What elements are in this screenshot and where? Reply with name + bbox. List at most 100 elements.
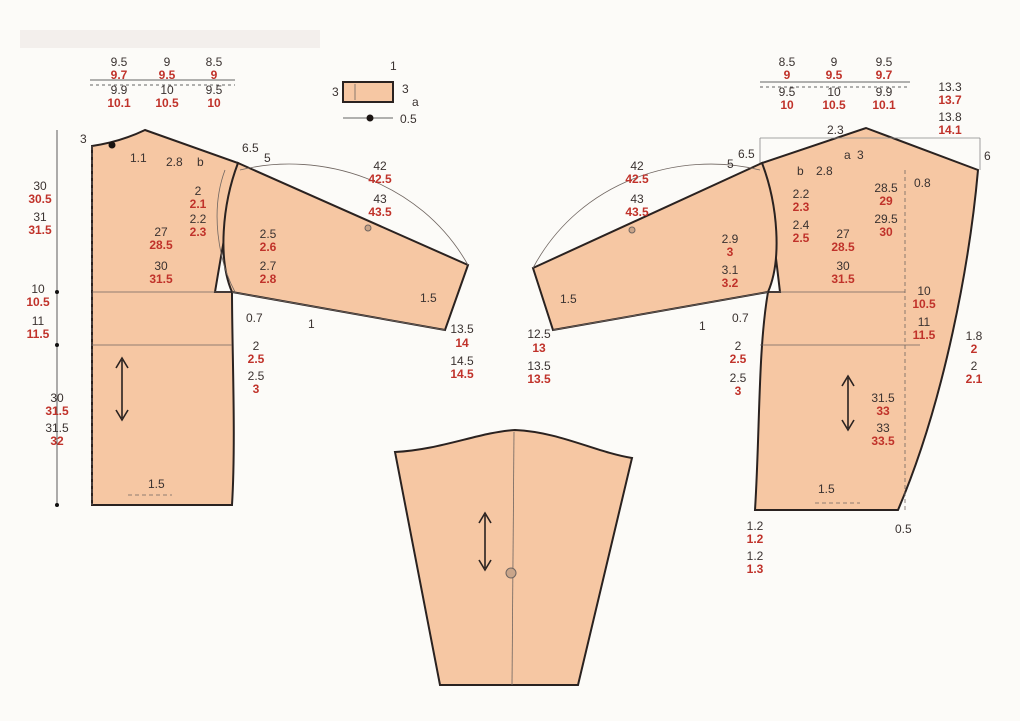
- back-armhole-front-size3: 2.2: [190, 212, 207, 226]
- front-armhole-curve-size1: 27: [836, 227, 850, 241]
- back-width-col1-size3: 9.9: [111, 83, 128, 97]
- collar-piece: [342, 81, 394, 122]
- center-grainline-arrow-icon: [478, 511, 492, 572]
- back-sleeve-cuff-curve-label: 1.5: [420, 291, 437, 305]
- front-grainline-arrow-icon: [841, 374, 855, 432]
- back-sleeve-cuff-size3: 14.5: [450, 354, 474, 368]
- back-width-col1-size2: 9.7: [111, 68, 128, 82]
- back-armhole-depth-size4: 31.5: [28, 223, 52, 237]
- front-hem-drop-size1: 1.2: [747, 519, 764, 533]
- front-armhole-curve-size3: 30: [836, 259, 850, 273]
- front-edge-size2: 29: [879, 194, 893, 208]
- back-shoulder-point-label: 2.8: [166, 155, 183, 169]
- front-sleeve-length-size2: 42.5: [625, 172, 649, 186]
- back-hem-depth-size2: 31.5: [45, 404, 69, 418]
- back-neck-curve-label: 1.1: [130, 151, 147, 165]
- back-armhole-curve-size4: 31.5: [149, 272, 173, 286]
- back-sleeve-length-size1: 42: [373, 159, 387, 173]
- back-armhole-back-size4: 2.8: [260, 272, 277, 286]
- front-width-col2-size1: 9: [831, 55, 838, 69]
- back-sleeve-length-arc: [239, 163, 469, 266]
- front-width-col3-size4: 10.1: [872, 98, 896, 112]
- back-side-ext-size1: 2: [253, 339, 260, 353]
- front-waist-shift-size4: 2.1: [966, 372, 983, 386]
- front-hem-depth-size1: 31.5: [871, 391, 895, 405]
- front-edge-extension-label: 6: [984, 149, 991, 163]
- front-sleeve-length-arc: [532, 163, 761, 269]
- back-armhole-curve-size3: 30: [154, 259, 168, 273]
- back-armhole-front-size1: 2: [195, 184, 202, 198]
- front-width-col2-size3: 10: [827, 85, 841, 99]
- front-neck-offset-label: 3: [857, 148, 864, 162]
- back-armhole-curve-size2: 28.5: [149, 238, 173, 252]
- front-width-col1-size1: 8.5: [779, 55, 796, 69]
- back-scale-dot-icon: [55, 343, 59, 347]
- front-hem-offset-label: 0.5: [895, 522, 912, 536]
- front-armhole-back-size3: 3.1: [722, 263, 739, 277]
- front-sleeve-underarm-label: 1: [699, 319, 706, 333]
- back-sleeve-length-size3: 43: [373, 192, 387, 206]
- front-waist-depth-size4: 11.5: [913, 328, 936, 342]
- front-neck-depth-label: 2.3: [827, 123, 844, 137]
- back-sleeve-cuff-size1: 13.5: [450, 322, 474, 336]
- front-side-ext-size2: 2.5: [730, 352, 747, 366]
- back-hem-depth-size3: 31.5: [45, 421, 69, 435]
- back-bodice: [55, 79, 240, 507]
- center-notch-mark-icon: [505, 567, 517, 579]
- front-point-b-label: b: [797, 164, 804, 178]
- front-sleeve-underarm: [552, 291, 769, 331]
- front-shoulder-notch-label: 5: [727, 157, 734, 171]
- front-bodice-shape: [753, 126, 980, 511]
- back-shoulder-drop-label: 6.5: [242, 141, 259, 155]
- front-sleeve-cuff-size2: 13: [532, 341, 546, 355]
- back-armhole-depth-size2: 30.5: [28, 192, 52, 206]
- back-hem-depth-size4: 32: [50, 434, 64, 448]
- back-side-ext-size3: 2.5: [248, 369, 265, 383]
- back-shoulder-notch-label: 5: [264, 151, 271, 165]
- back-armhole-front-size2: 2.1: [190, 197, 207, 211]
- front-width-col1-size4: 10: [780, 98, 794, 112]
- front-armhole-front-size4: 2.5: [793, 231, 810, 245]
- front-armhole-front-size2: 2.3: [793, 200, 810, 214]
- front-neck-width-size4: 14.1: [938, 123, 962, 137]
- front-bodice: [753, 81, 981, 511]
- front-sleeve: [531, 161, 778, 332]
- front-width-col2-size2: 9.5: [826, 68, 843, 82]
- back-sleeve-cuff-size4: 14.5: [450, 367, 474, 381]
- front-sleeve-cuff-size1: 12.5: [527, 327, 551, 341]
- front-side-shift-label: 0.7: [732, 311, 749, 325]
- front-waist-shift-size1: 1.8: [966, 329, 983, 343]
- back-width-col3-size4: 10: [207, 96, 221, 110]
- back-neck-depth-label: 3: [80, 132, 87, 146]
- front-neck-width-size3: 13.8: [938, 110, 962, 124]
- back-width-col1-size1: 9.5: [111, 55, 128, 69]
- back-width-col3-size2: 9: [211, 68, 218, 82]
- collar-tab-label: 1: [390, 59, 397, 73]
- front-side-ext-size1: 2: [735, 339, 742, 353]
- front-armhole-back-size2: 3: [727, 245, 734, 259]
- collar-height-label: 3: [332, 85, 339, 99]
- back-sleeve-underarm: [231, 291, 446, 331]
- front-hem-depth-size3: 33: [876, 421, 890, 435]
- front-side-ext-size3: 2.5: [730, 371, 747, 385]
- front-width-col3-size3: 9.9: [876, 85, 893, 99]
- front-armhole-curve-size4: 31.5: [831, 272, 855, 286]
- back-waist-depth-size1: 10: [31, 282, 45, 296]
- back-sleeve-length-size2: 42.5: [368, 172, 392, 186]
- front-curve-label: 0.8: [914, 176, 931, 190]
- back-waist-depth-size4: 11.5: [27, 327, 50, 341]
- center-sleeve-shape: [393, 428, 634, 686]
- collar-end-label: 3: [402, 82, 409, 96]
- front-hem-drop-size4: 1.3: [747, 562, 764, 576]
- front-armhole-back-size1: 2.9: [722, 232, 739, 246]
- front-width-col3-size2: 9.7: [876, 68, 893, 82]
- front-waist-shift-size3: 2: [971, 359, 978, 373]
- front-hem-depth-size4: 33.5: [871, 434, 895, 448]
- front-side-ext-size4: 3: [735, 384, 742, 398]
- front-hem-curve-label: 1.5: [818, 482, 835, 496]
- front-neck-width-size1: 13.3: [938, 80, 962, 94]
- front-edge-size3: 29.5: [874, 212, 898, 226]
- back-width-col2-size1: 9: [164, 55, 171, 69]
- front-sleeve-cuff-size3: 13.5: [527, 359, 551, 373]
